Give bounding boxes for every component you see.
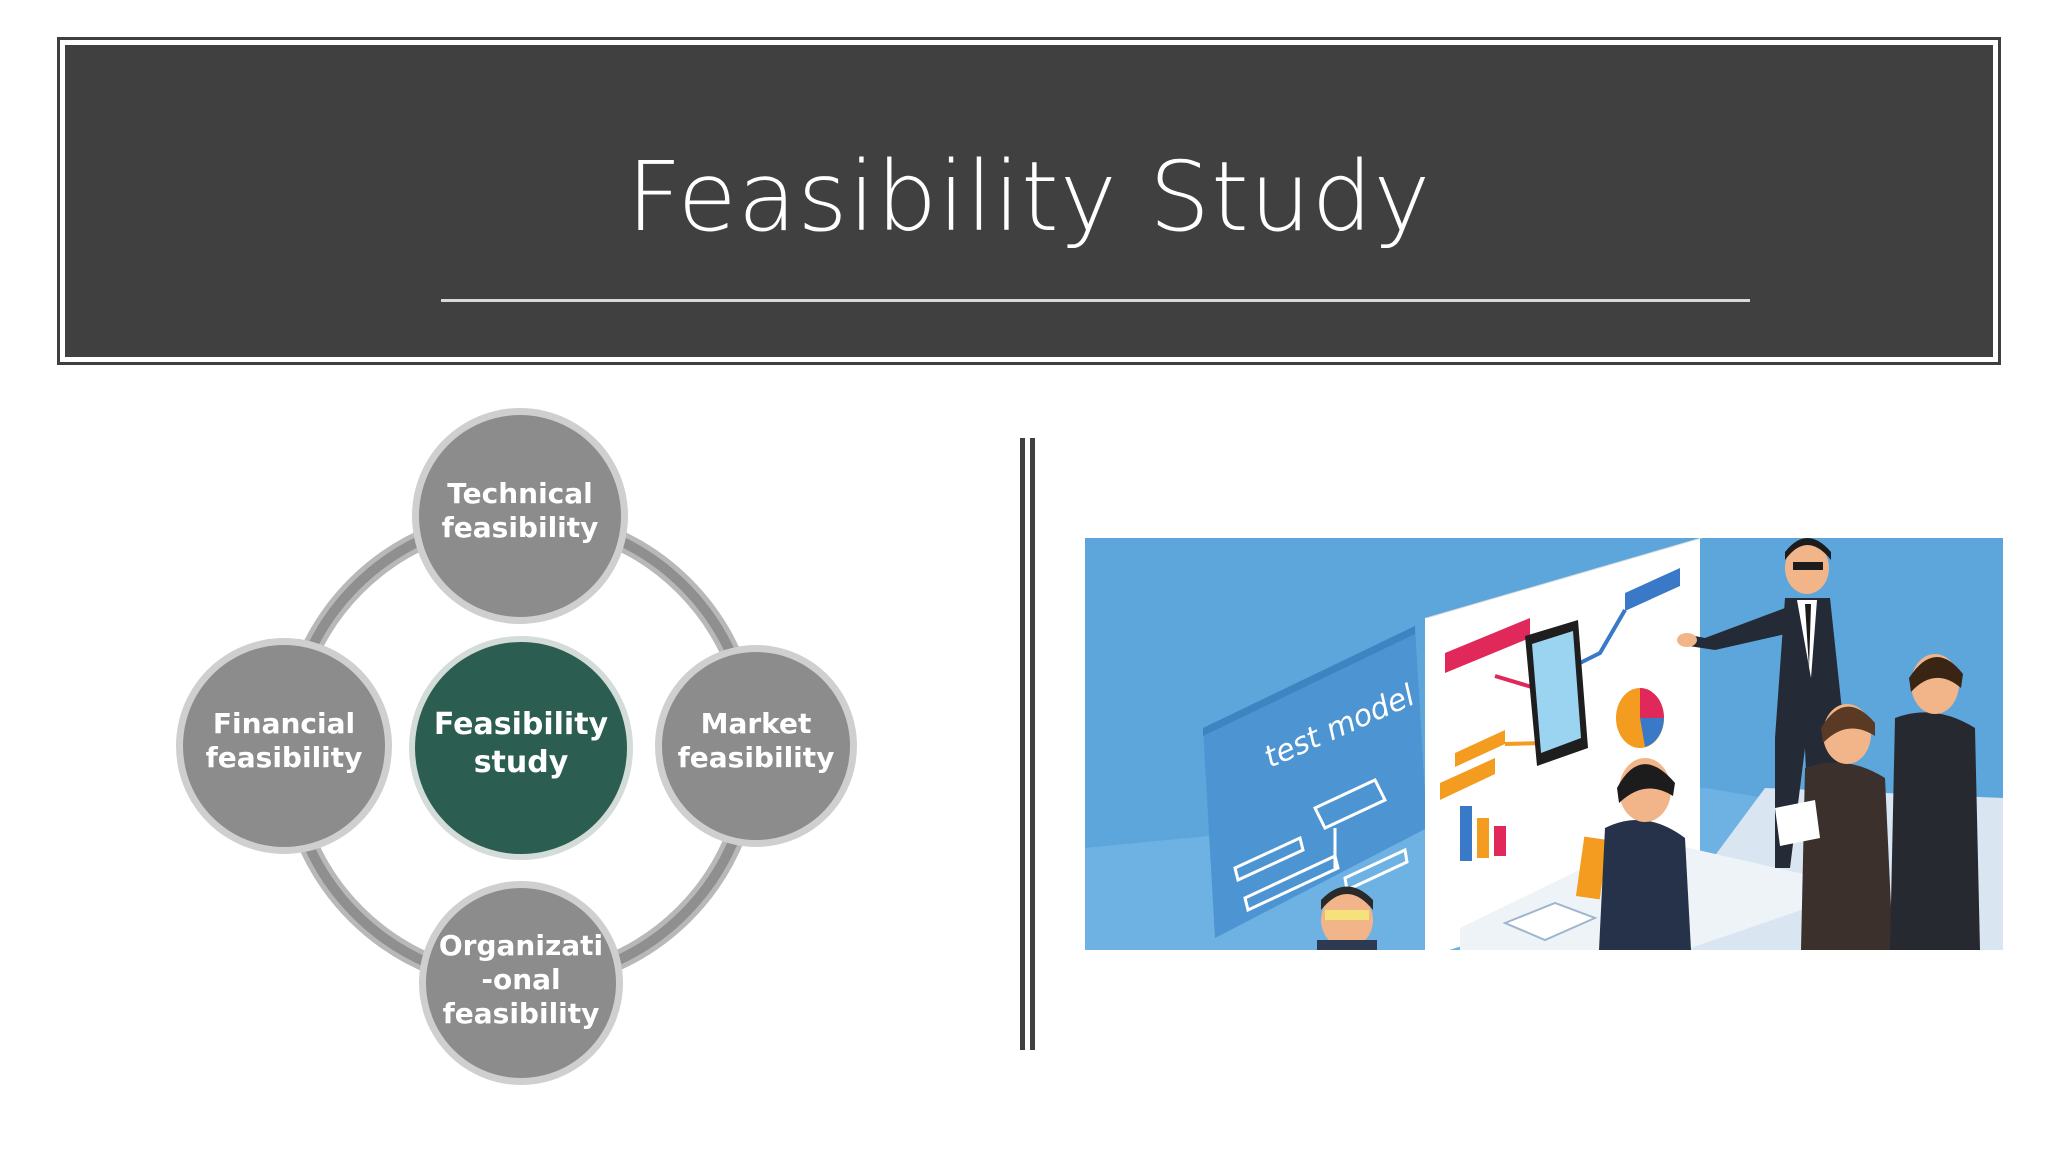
person-audience-3	[1890, 654, 1980, 950]
node-technical: Technical feasibility	[412, 408, 628, 624]
node-organizational-line3: feasibility	[443, 997, 600, 1030]
illustration-svg: test model	[1085, 538, 2003, 950]
node-financial-line2: feasibility	[206, 741, 363, 774]
divider-line-right	[1030, 438, 1035, 1050]
pie-icon	[1616, 688, 1664, 748]
node-organizational-line2: -onal	[481, 963, 560, 996]
node-market-line1: Market	[701, 707, 812, 740]
node-center: Feasibility study	[409, 636, 633, 860]
title-underline	[441, 299, 1750, 302]
title-banner: Feasibility Study	[57, 37, 2001, 365]
page-title: Feasibility Study	[626, 141, 1432, 253]
bar-chart-icon	[1460, 806, 1506, 861]
title-banner-fill: Feasibility Study	[65, 45, 1993, 357]
person-audience-2	[1775, 704, 1893, 950]
node-technical-line2: feasibility	[442, 511, 599, 544]
node-technical-line1: Technical	[447, 477, 593, 510]
red-bar	[1445, 618, 1530, 673]
divider-line-left	[1020, 438, 1025, 1050]
tablet-icon	[1525, 620, 1588, 766]
node-organizational: Organizati -onal feasibility	[419, 881, 623, 1085]
blue-bar	[1625, 568, 1680, 611]
node-financial: Financial feasibility	[176, 638, 392, 854]
test-model-board: test model	[1203, 626, 1427, 938]
person-seated	[1317, 886, 1377, 950]
node-financial-line1: Financial	[213, 707, 355, 740]
node-center-line1: Feasibility	[434, 707, 609, 742]
orange-bar-1	[1440, 758, 1495, 800]
node-organizational-line1: Organizati	[439, 929, 603, 962]
node-market: Market feasibility	[655, 645, 857, 847]
orange-bar-2	[1455, 730, 1505, 767]
vertical-divider	[1020, 438, 1036, 1050]
feasibility-diagram-svg: Technical feasibility Financial feasibil…	[176, 408, 857, 1085]
node-center-line2: study	[474, 745, 569, 780]
feasibility-diagram: Technical feasibility Financial feasibil…	[160, 400, 880, 1100]
node-market-line2: feasibility	[678, 741, 835, 774]
person-audience-1	[1599, 758, 1691, 950]
business-meeting-illustration: test model	[1085, 538, 2003, 950]
